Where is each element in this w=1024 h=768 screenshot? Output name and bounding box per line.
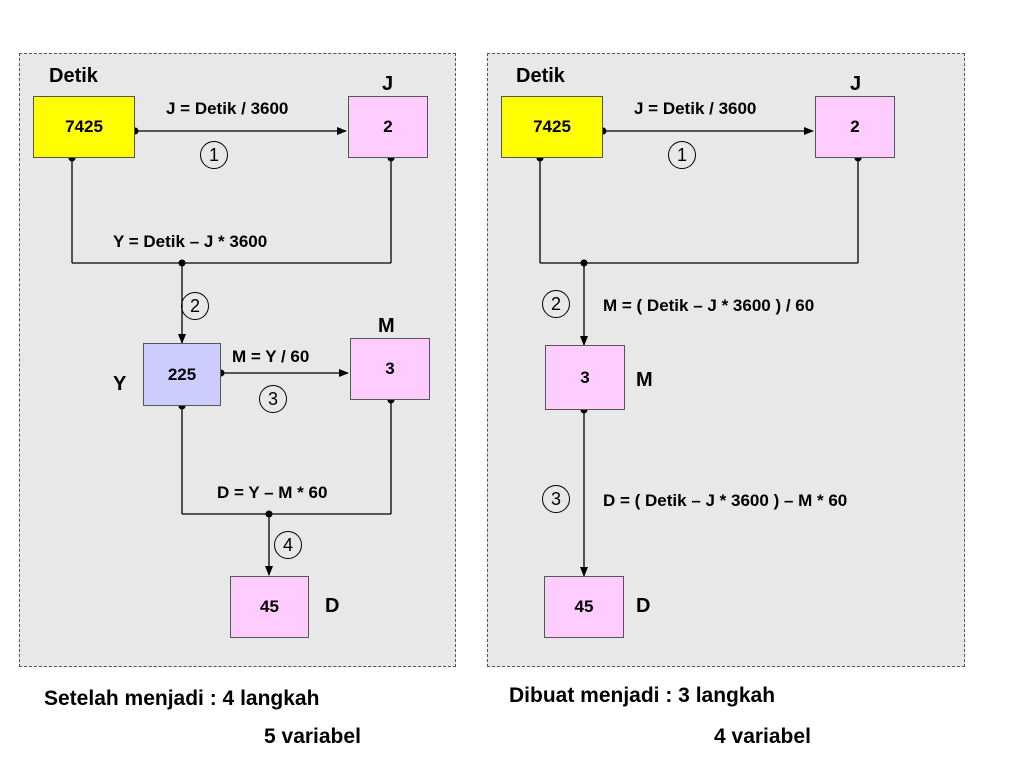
box-j: 2 [815, 96, 895, 158]
box-y: 225 [143, 343, 221, 406]
label-detik: Detik [516, 65, 565, 87]
label-detik: Detik [49, 65, 98, 87]
step-1-badge: 1 [668, 141, 696, 169]
step-2-badge: 2 [181, 292, 209, 320]
dot [580, 259, 588, 267]
formula-j: J = Detik / 3600 [166, 99, 289, 118]
formula-d: D = ( Detik – J * 3600 ) – M * 60 [603, 491, 848, 510]
label-m: M [636, 369, 653, 391]
box-d: 45 [544, 576, 624, 638]
step-2-badge: 2 [542, 290, 570, 318]
summary-right-variables: 4 variabel [714, 725, 811, 748]
label-d: D [636, 595, 651, 617]
box-d: 45 [230, 576, 309, 638]
step-1-badge: 1 [200, 141, 228, 169]
step-4-badge: 4 [274, 531, 302, 559]
formula-d: D = Y – M * 60 [217, 483, 328, 502]
dot [178, 259, 186, 267]
label-y: Y [113, 373, 127, 395]
box-j: 2 [348, 96, 428, 158]
summary-left-variables: 5 variabel [264, 725, 361, 748]
formula-j: J = Detik / 3600 [634, 99, 757, 118]
box-m: 3 [350, 338, 430, 400]
box-detik: 7425 [501, 96, 603, 158]
step-3-badge: 3 [259, 385, 287, 413]
label-m: M [378, 315, 395, 337]
step-3-badge: 3 [542, 485, 570, 513]
formula-m: M = Y / 60 [232, 347, 310, 366]
box-detik: 7425 [33, 96, 135, 158]
dot [265, 510, 273, 518]
label-d: D [325, 595, 340, 617]
formula-m: M = ( Detik – J * 3600 ) / 60 [603, 296, 815, 315]
summary-left-steps: Setelah menjadi : 4 langkah [44, 687, 320, 710]
box-m: 3 [545, 345, 625, 410]
formula-y: Y = Detik – J * 3600 [113, 232, 268, 251]
label-j: J [850, 73, 862, 95]
summary-right-steps: Dibuat menjadi : 3 langkah [509, 684, 776, 707]
label-j: J [382, 73, 394, 95]
